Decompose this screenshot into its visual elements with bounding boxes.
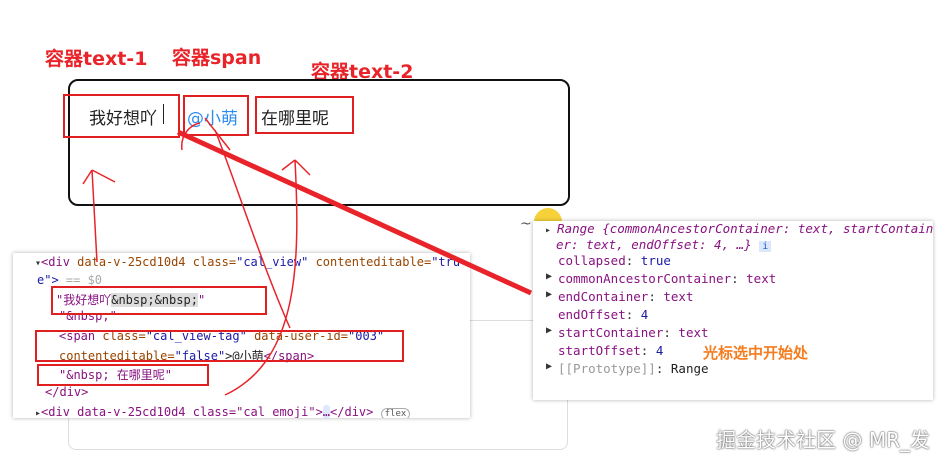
- editor-text-2: 在哪里呢: [261, 109, 329, 129]
- annotation-cursor-start: 光标选中开始处: [703, 344, 809, 362]
- div-open-line-wrap: e"> == $0: [37, 273, 103, 287]
- emoji-div-line[interactable]: ▸<div data-v-25cd10d4 class="cal_emoji">…: [35, 405, 411, 418]
- range-prop-endcontainer[interactable]: ▶endContainer: text: [546, 289, 694, 304]
- arrow-span: [181, 117, 291, 329]
- range-summary[interactable]: ▸ Range {commonAncestorContainer: text, …: [545, 221, 934, 236]
- highlight-text-2: [255, 96, 354, 134]
- arrow-text-2: [224, 159, 311, 396]
- highlight-span: [183, 95, 249, 136]
- highlight-text-node-2: [37, 364, 209, 386]
- annotation-span: 容器span: [172, 47, 262, 69]
- range-summary-wrap: er: text, endOffset: 4, …} i: [556, 237, 772, 252]
- console-range-output: ▸ Range {commonAncestorContainer: text, …: [533, 221, 933, 400]
- div-close-line: </div>: [45, 385, 89, 399]
- text-node-2[interactable]: "&nbsp; 在哪里呢": [59, 368, 173, 382]
- highlight-text-1: [63, 94, 180, 138]
- highlight-span-node: [35, 330, 404, 362]
- range-prop-startoffset: startOffset: 4: [558, 343, 664, 358]
- elements-panel: ▾<div data-v-25cd10d4 class="cal_view" c…: [13, 253, 470, 418]
- contenteditable-editor[interactable]: [68, 79, 570, 206]
- info-icon[interactable]: i: [759, 241, 772, 252]
- span-tag-line-wrap: contenteditable="false">@小萌</span>: [59, 349, 315, 363]
- highlight-text-node-1: [51, 286, 267, 315]
- annotation-text-1: 容器text-1: [45, 48, 148, 70]
- range-prop-collapsed: collapsed: true: [558, 253, 671, 268]
- editor-mention-tag: @小萌: [187, 109, 238, 129]
- text-node-1[interactable]: "我好想吖&nbsp;&nbsp;": [56, 293, 206, 307]
- range-prop-prototype[interactable]: ▶[[Prototype]]: Range: [546, 361, 709, 376]
- watermark: 掘金技术社区 @ MR_发: [716, 428, 930, 452]
- range-prop-commonancestorcontainer[interactable]: ▶commonAncestorContainer: text: [546, 271, 777, 286]
- range-prop-endoffset: endOffset: 4: [558, 307, 649, 322]
- div-open-line[interactable]: ▾<div data-v-25cd10d4 class="cal_view" c…: [35, 255, 461, 269]
- editor-text-1: 我好想吖: [89, 109, 157, 129]
- text-node-nbsp[interactable]: "&nbsp;": [59, 309, 117, 323]
- range-prop-startcontainer[interactable]: ▶startContainer: text: [546, 325, 709, 340]
- flex-badge[interactable]: flex: [380, 408, 411, 418]
- text-cursor: [163, 104, 164, 124]
- arrow-cursor: [176, 129, 533, 296]
- tilde-icon: ~: [520, 216, 532, 232]
- arrow-text-1: [82, 169, 116, 263]
- annotation-text-2: 容器text-2: [311, 61, 414, 83]
